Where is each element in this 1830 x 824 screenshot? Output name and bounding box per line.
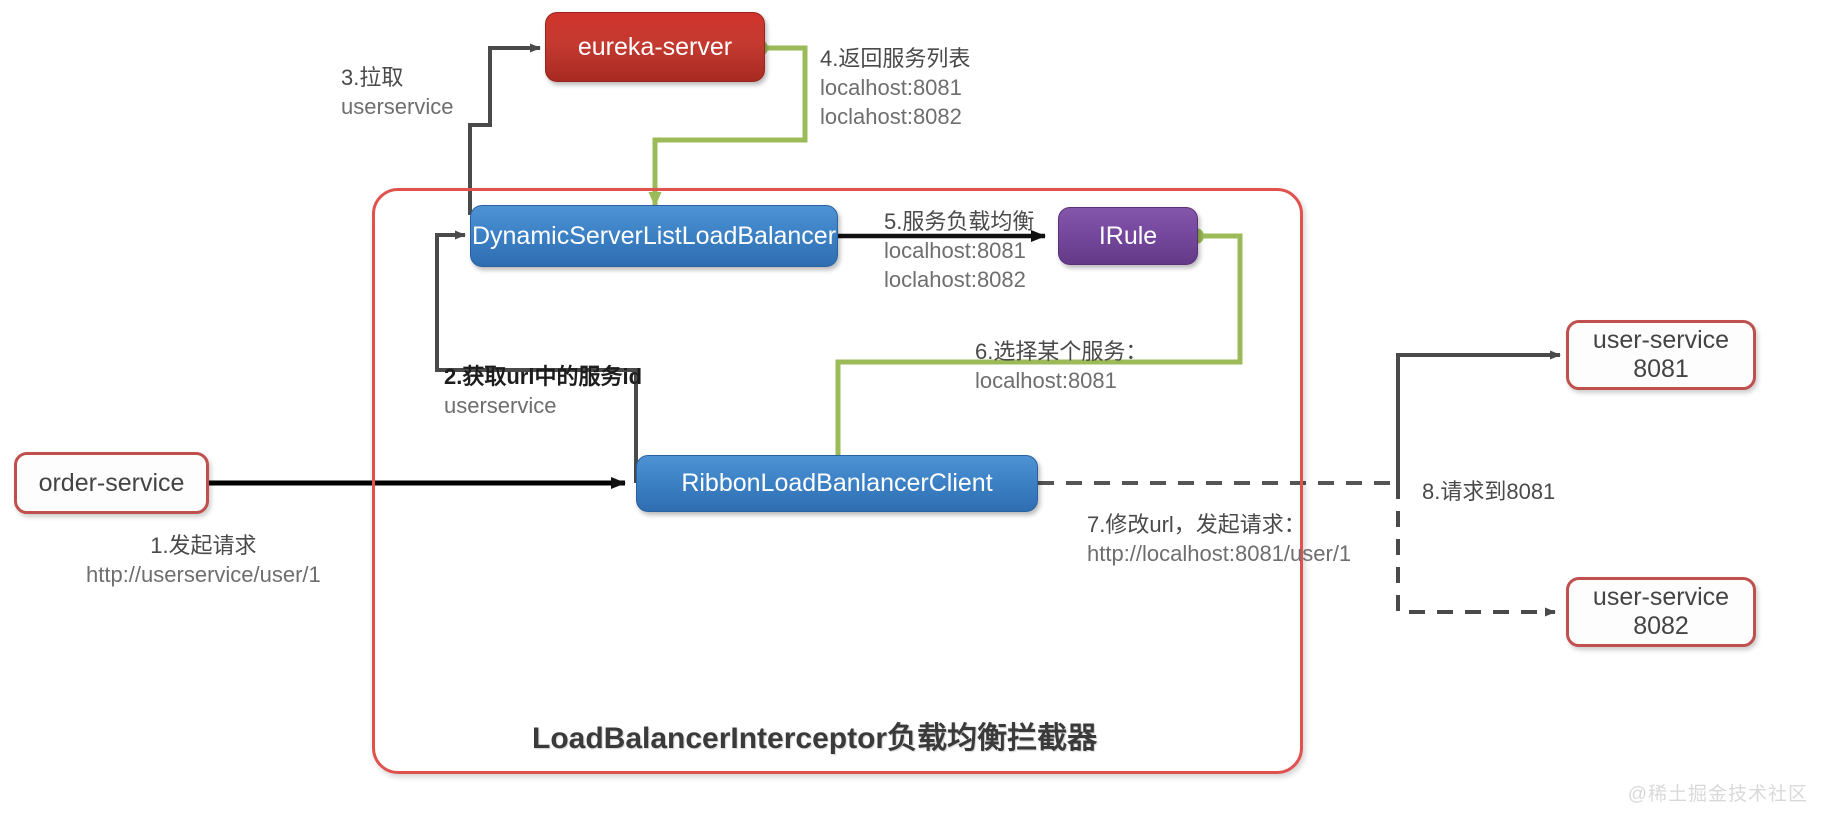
label-step-8-line1: 8.请求到8081 — [1422, 479, 1556, 504]
node-user-service-8081-port: 8081 — [1633, 355, 1689, 383]
label-step-6-line1: 6.选择某个服务： — [975, 339, 1148, 364]
label-step-3-line1: 3.拉取 — [341, 65, 404, 90]
node-user-service-8082-port: 8082 — [1633, 612, 1689, 640]
node-eureka-server[interactable]: eureka-server — [545, 12, 765, 82]
node-irule[interactable]: IRule — [1058, 207, 1198, 265]
label-step-5: 5.服务负载均衡 localhost:8081 loclahost:8082 — [884, 207, 1034, 294]
node-eureka-server-label: eureka-server — [577, 32, 733, 61]
node-ribbon-load-balancer-client[interactable]: RibbonLoadBanlancerClient — [636, 455, 1038, 512]
watermark: @稀土掘金技术社区 — [1627, 784, 1808, 805]
interceptor-title: LoadBalancerInterceptor负载均衡拦截器 — [532, 722, 1098, 755]
label-step-2-line1: 2.获取url中的服务id — [444, 364, 643, 389]
node-user-service-8081-name: user-service — [1592, 326, 1730, 355]
label-step-4: 4.返回服务列表 localhost:8081 loclahost:8082 — [820, 44, 970, 131]
label-step-5-line2: localhost:8081 — [884, 238, 1026, 264]
label-step-4-line3: loclahost:8082 — [820, 104, 962, 130]
label-step-7: 7.修改url，发起请求： http://localhost:8081/user… — [1087, 510, 1351, 568]
label-step-2-line2: userservice — [444, 393, 557, 419]
label-step-2: 2.获取url中的服务id userservice — [444, 362, 642, 420]
label-step-6: 6.选择某个服务： localhost:8081 — [975, 337, 1147, 395]
label-step-7-line1: 7.修改url，发起请求： — [1087, 512, 1306, 537]
node-user-service-8082[interactable]: user-service 8082 — [1566, 577, 1756, 647]
node-order-service-label: order-service — [38, 468, 185, 497]
node-ribbon-load-balancer-client-label: RibbonLoadBanlancerClient — [681, 469, 993, 498]
loadbalancer-interceptor-container — [372, 188, 1303, 774]
node-irule-label: IRule — [1098, 221, 1158, 250]
label-step-1: 1.发起请求 http://userservice/user/1 — [86, 531, 321, 589]
label-step-8: 8.请求到8081 — [1422, 477, 1555, 506]
label-step-3: 3.拉取 userservice — [341, 63, 453, 121]
label-step-4-line1: 4.返回服务列表 — [820, 46, 971, 71]
label-step-4-line2: localhost:8081 — [820, 75, 962, 101]
label-step-5-line1: 5.服务负载均衡 — [884, 209, 1035, 234]
label-step-6-line2: localhost:8081 — [975, 368, 1117, 394]
node-dynamic-server-list-load-balancer-label: DynamicServerListLoadBalancer — [471, 221, 837, 250]
node-user-service-8081[interactable]: user-service 8081 — [1566, 320, 1756, 390]
label-step-1-line2: http://userservice/user/1 — [86, 562, 321, 588]
label-step-3-line2: userservice — [341, 94, 454, 120]
node-dynamic-server-list-load-balancer[interactable]: DynamicServerListLoadBalancer — [470, 205, 838, 267]
node-order-service[interactable]: order-service — [14, 452, 209, 514]
node-user-service-8082-name: user-service — [1592, 583, 1730, 612]
label-step-5-line3: loclahost:8082 — [884, 267, 1026, 293]
label-step-1-line1: 1.发起请求 — [150, 533, 257, 558]
label-step-7-line2: http://localhost:8081/user/1 — [1087, 541, 1352, 567]
